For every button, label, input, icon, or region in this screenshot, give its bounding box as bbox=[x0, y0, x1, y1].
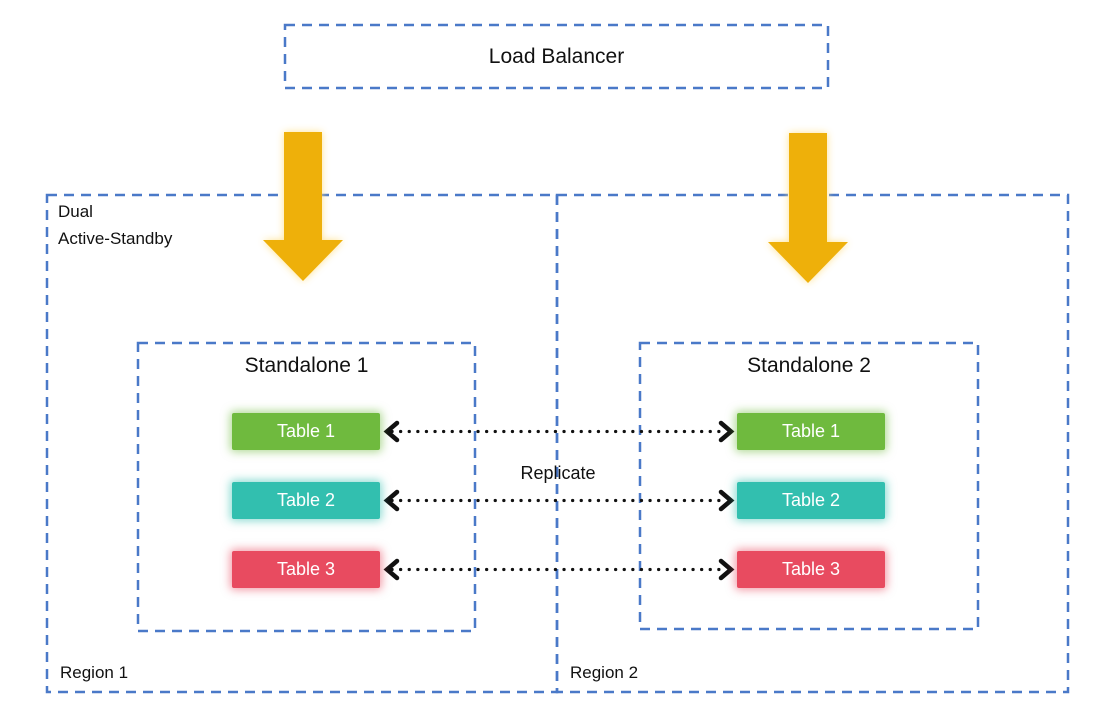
standalone-1-table-2-chip: Table 2 bbox=[232, 482, 380, 519]
replication-arrow-table-3 bbox=[383, 558, 735, 581]
down-arrow-icon-left bbox=[263, 132, 343, 281]
replication-arrow-table-1 bbox=[383, 420, 735, 443]
replicate-label: Replicate bbox=[520, 463, 596, 483]
load-balancer-label: Load Balancer bbox=[488, 44, 625, 68]
region-2-label: Region 2 bbox=[570, 663, 639, 682]
standalone-1-table-3-chip: Table 3 bbox=[232, 551, 380, 588]
replication-arrow-table-2 bbox=[383, 489, 735, 512]
standalone-2-title: Standalone 2 bbox=[747, 354, 871, 377]
standalone-1-table-1-chip: Table 1 bbox=[232, 413, 380, 450]
region-1-label: Region 1 bbox=[60, 663, 129, 682]
standalone-1-title: Standalone 1 bbox=[244, 354, 369, 377]
standalone-2-table-3-chip: Table 3 bbox=[737, 551, 885, 588]
cluster-label: Dual Active-Standby bbox=[58, 202, 173, 249]
standalone-2-table-2-chip: Table 2 bbox=[737, 482, 885, 519]
down-arrow-icon-right bbox=[768, 133, 848, 283]
standalone-2-table-1-chip: Table 1 bbox=[737, 413, 885, 450]
